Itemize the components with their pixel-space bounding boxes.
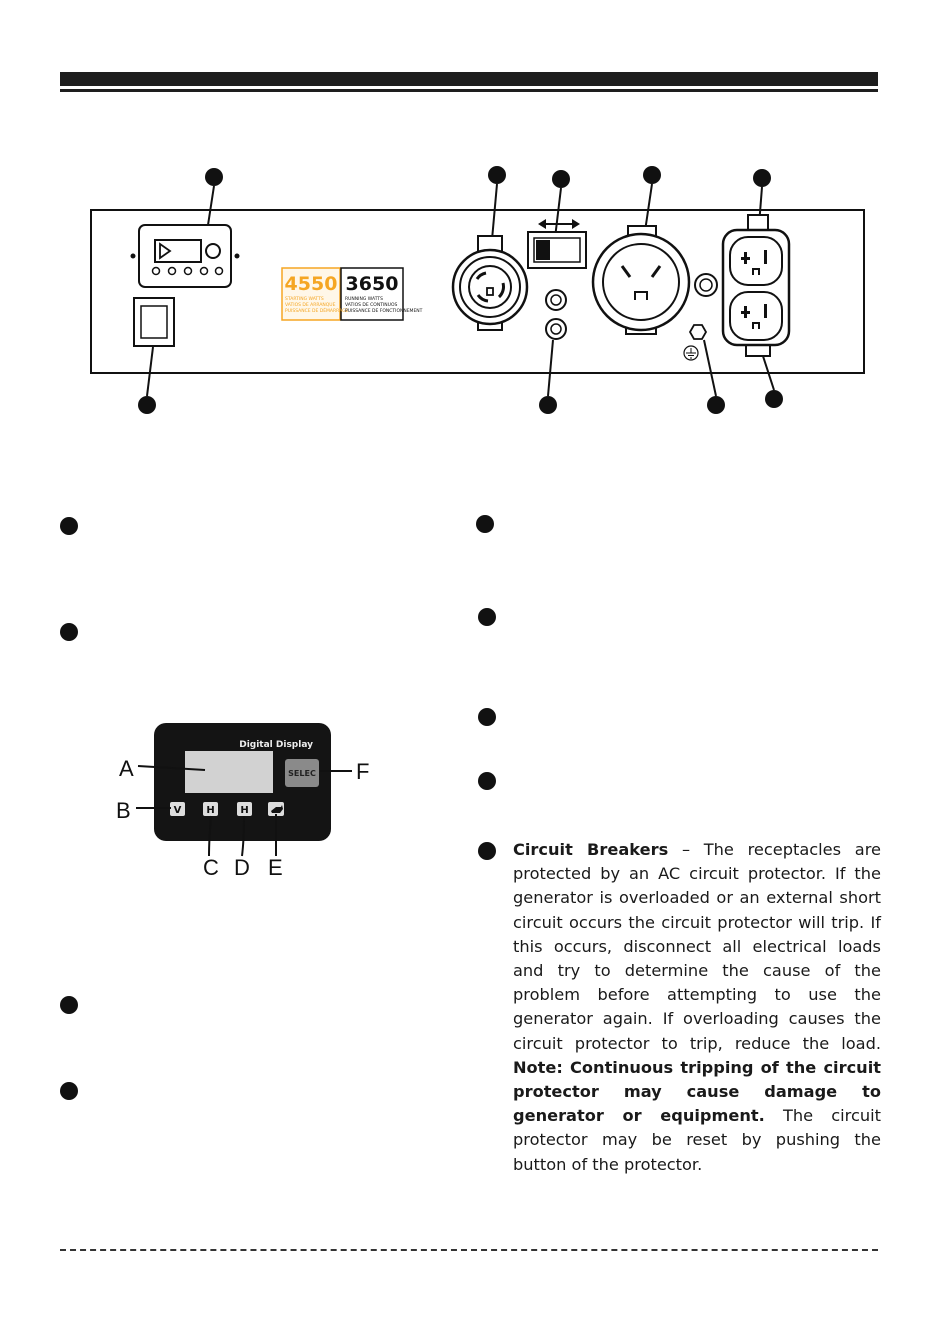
dc-terminals [545,289,567,340]
watts-label: 4550 STARTING WATTS VATIOS DE ARRANQUE P… [281,267,423,321]
volt-indicator-label: V [174,805,182,816]
circuit-breaker-button [694,273,718,297]
footer-rule [60,1249,878,1251]
callout-f: F [356,759,369,784]
callout-a: A [119,756,134,781]
callout-dot [205,168,223,186]
bullet-dot [60,996,78,1014]
ground-terminal [683,324,708,361]
control-panel-diagram: 4550 STARTING WATTS VATIOS DE ARRANQUE P… [90,166,865,414]
hour-indicator [237,802,252,816]
callout-dot [765,390,783,408]
callout-dot [552,170,570,188]
bullet-dot [478,608,496,626]
header-rule [60,89,878,92]
bullet-dot [476,515,494,533]
bullet-dot [60,623,78,641]
callout-dot [707,396,725,414]
callout-c: C [203,855,219,880]
bullet-dot [60,517,78,535]
thirty-amp-receptacle [591,225,691,335]
select-button [285,759,319,787]
circuit-breakers-intro: – The receptacles are protected by an AC… [513,840,881,1053]
callout-e: E [268,855,283,880]
callout-dot [643,166,661,184]
volt-indicator [170,802,185,816]
starting-watts-line: VATIOS DE ARRANQUE [285,302,336,308]
running-watts-value: 3650 [346,273,399,295]
economy-switch [527,219,587,269]
callout-dot [753,169,771,187]
callout-dot [488,166,506,184]
hz-indicator-label: H [206,805,214,816]
oil-can-icon [271,805,283,813]
starting-watts-value: 4550 [285,273,338,295]
hz-indicator [203,802,218,816]
starting-watts-line: STARTING WATTS [285,296,324,302]
callout-dot [539,396,557,414]
starting-watts-line: PUISSANCE DE DÉMARRAGE [285,306,349,314]
running-watts-line: VATIOS DE CONTINUOS [345,302,397,308]
bullet-dot [60,1082,78,1100]
bullet-dot [478,772,496,790]
callout-b: B [116,798,131,823]
circuit-breakers-outro: The circuit protector may be reset by pu… [513,1106,881,1174]
display-module [130,224,240,288]
display-screen [185,751,273,793]
running-watts-line: RUNNING WATTS [345,296,383,302]
digital-display-figure: Digital Display SELEC V H H A B C D E F [116,723,369,880]
bullet-dot [478,708,496,726]
select-button-label: SELEC [288,769,316,778]
callout-d: D [234,855,250,880]
duplex-receptacle [721,214,791,357]
header-bar [60,72,878,86]
callout-dot [138,396,156,414]
rocker-switch [133,297,175,347]
bullet-dot [478,842,496,860]
twist-lock-receptacle [451,235,529,331]
circuit-breakers-paragraph: Circuit Breakers – The receptacles are p… [513,838,881,1177]
display-title: Digital Display [239,740,313,750]
running-watts-line: PUISSANCE DE FONCTIONNEMENT [345,308,423,314]
circuit-breakers-heading: Circuit Breakers [513,840,669,859]
circuit-breakers-note: Note: Continuous tripping of the circuit… [513,1057,881,1126]
hour-indicator-label: H [240,805,248,816]
